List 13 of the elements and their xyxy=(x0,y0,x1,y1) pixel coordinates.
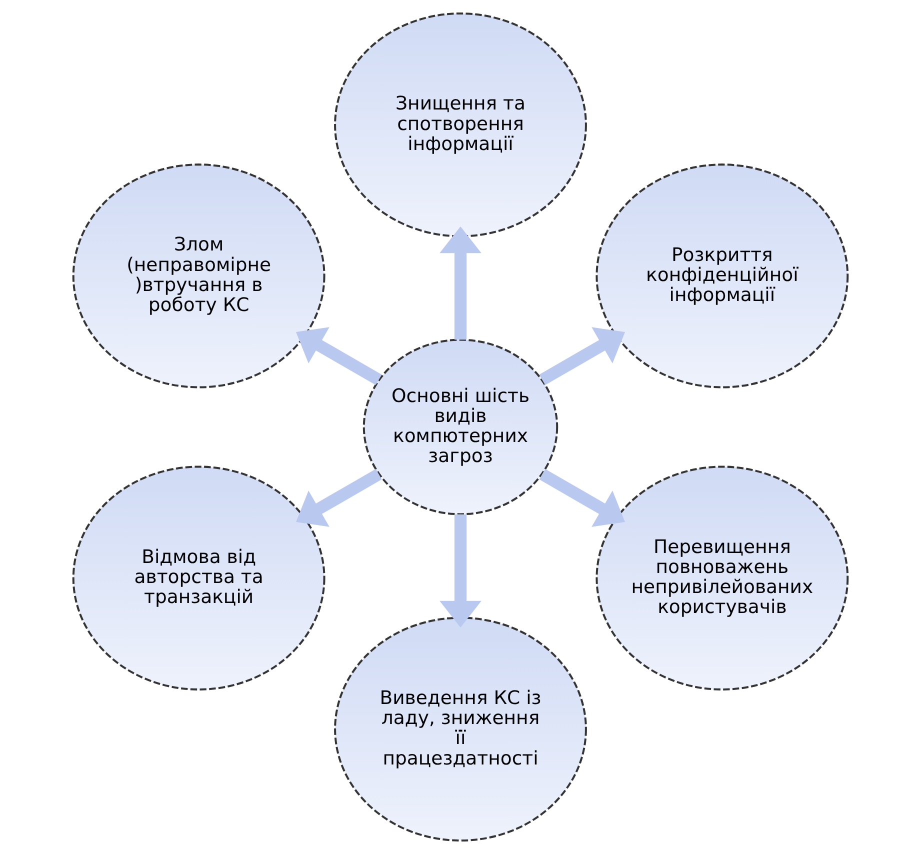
arrow xyxy=(295,468,382,527)
node-ellipse: Перевищення повноважень непривілейованих користувачів xyxy=(595,466,848,690)
node-circle: Основні шість видів компютерних загроз xyxy=(362,338,558,516)
node-ellipse: Знищення та спотворення інформації xyxy=(334,12,586,238)
arrow xyxy=(538,468,625,527)
arrow xyxy=(439,514,481,628)
node-ellipse: Злом (неправомірне )втручання в роботу КС xyxy=(72,164,325,388)
arrow xyxy=(439,226,481,340)
node-ellipse: Відмова від авторства та транзакцій xyxy=(72,466,325,690)
node-ellipse: Розкриття конфіденційної інформації xyxy=(595,164,848,388)
arrow xyxy=(295,327,382,386)
arrow xyxy=(538,327,625,386)
node-ellipse: Виведення КС із ладу, зниження її працездатності xyxy=(334,616,586,842)
